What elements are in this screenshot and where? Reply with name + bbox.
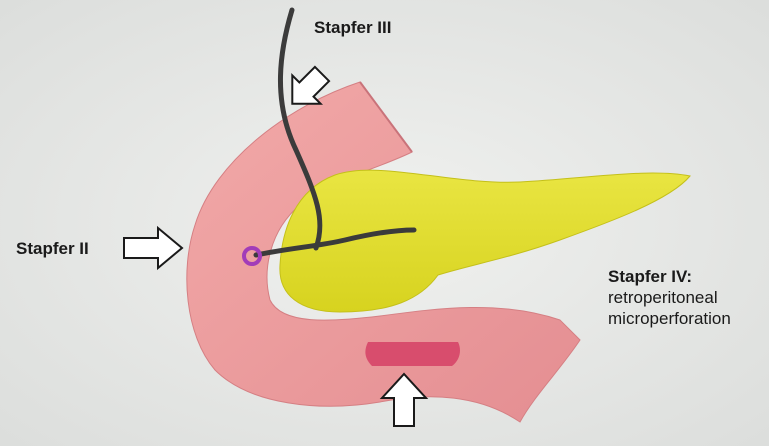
perforation-lesion xyxy=(365,342,460,366)
stapfer-iv-desc-line1: retroperitoneal xyxy=(608,287,731,308)
stapfer-iv-label: Stapfer IV: retroperitoneal microperfora… xyxy=(608,266,731,329)
stapfer-ii-label: Stapfer II xyxy=(16,238,89,259)
stapfer-iv-desc-line2: microperforation xyxy=(608,308,731,329)
stapfer-iii-label: Stapfer III xyxy=(314,17,391,38)
stapfer-iv-title: Stapfer IV: xyxy=(608,266,731,287)
